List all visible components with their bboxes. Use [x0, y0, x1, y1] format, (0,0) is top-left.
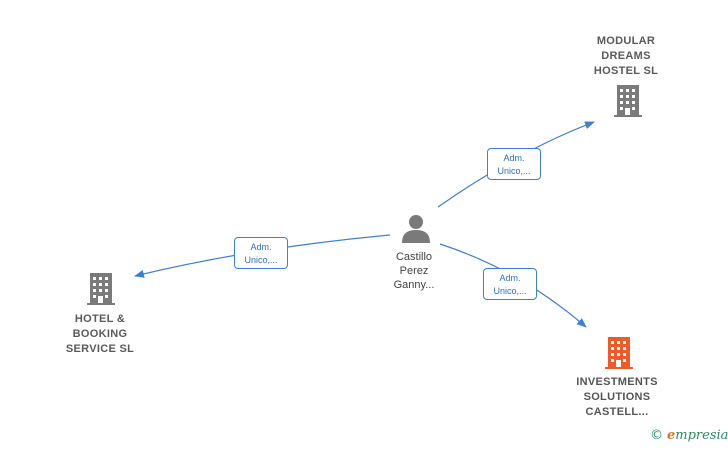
edge-role-line: Adm.	[499, 273, 521, 283]
brand-logo: © empresia	[650, 428, 728, 443]
company-label-modular[interactable]: MODULAR DREAMS HOSTEL SL	[566, 34, 686, 79]
building-icon[interactable]	[614, 85, 642, 117]
company-name-line: BOOKING	[72, 328, 128, 340]
company-name-line: SOLUTIONS	[583, 391, 651, 403]
company-name-line: CASTELL...	[585, 406, 649, 418]
company-name-line: INVESTMENTS	[576, 376, 658, 388]
edge-role-line: Unico,...	[493, 286, 527, 296]
person-name-line: Perez	[399, 265, 429, 277]
company-name-line: MODULAR	[596, 35, 656, 47]
edge-role-line: Adm.	[503, 153, 525, 163]
building-icon[interactable]	[605, 337, 633, 369]
edge-label-hotel[interactable]: Adm. Unico,...	[234, 237, 288, 269]
company-name-line: HOTEL &	[74, 313, 126, 325]
brand-initial: e	[667, 428, 676, 443]
company-label-hotel[interactable]: HOTEL & BOOKING SERVICE SL	[40, 312, 160, 357]
building-icon[interactable]	[87, 273, 115, 305]
company-label-investments[interactable]: INVESTMENTS SOLUTIONS CASTELL...	[552, 375, 682, 420]
edge-role-line: Unico,...	[244, 255, 278, 265]
edge-label-investments[interactable]: Adm. Unico,...	[483, 268, 537, 300]
company-name-line: HOSTEL SL	[593, 65, 659, 77]
copyright-symbol: ©	[650, 428, 663, 443]
edge-role-line: Adm.	[250, 242, 272, 252]
person-label[interactable]: Castillo Perez Ganny...	[372, 250, 456, 292]
company-name-line: SERVICE SL	[65, 343, 135, 355]
person-name-line: Castillo	[395, 251, 433, 263]
person-icon[interactable]	[402, 215, 430, 243]
person-name-line: Ganny...	[393, 279, 435, 291]
brand-name: mpresia	[675, 428, 728, 443]
edge-label-modular[interactable]: Adm. Unico,...	[487, 148, 541, 180]
edge-role-line: Unico,...	[497, 166, 531, 176]
company-name-line: DREAMS	[601, 50, 651, 62]
